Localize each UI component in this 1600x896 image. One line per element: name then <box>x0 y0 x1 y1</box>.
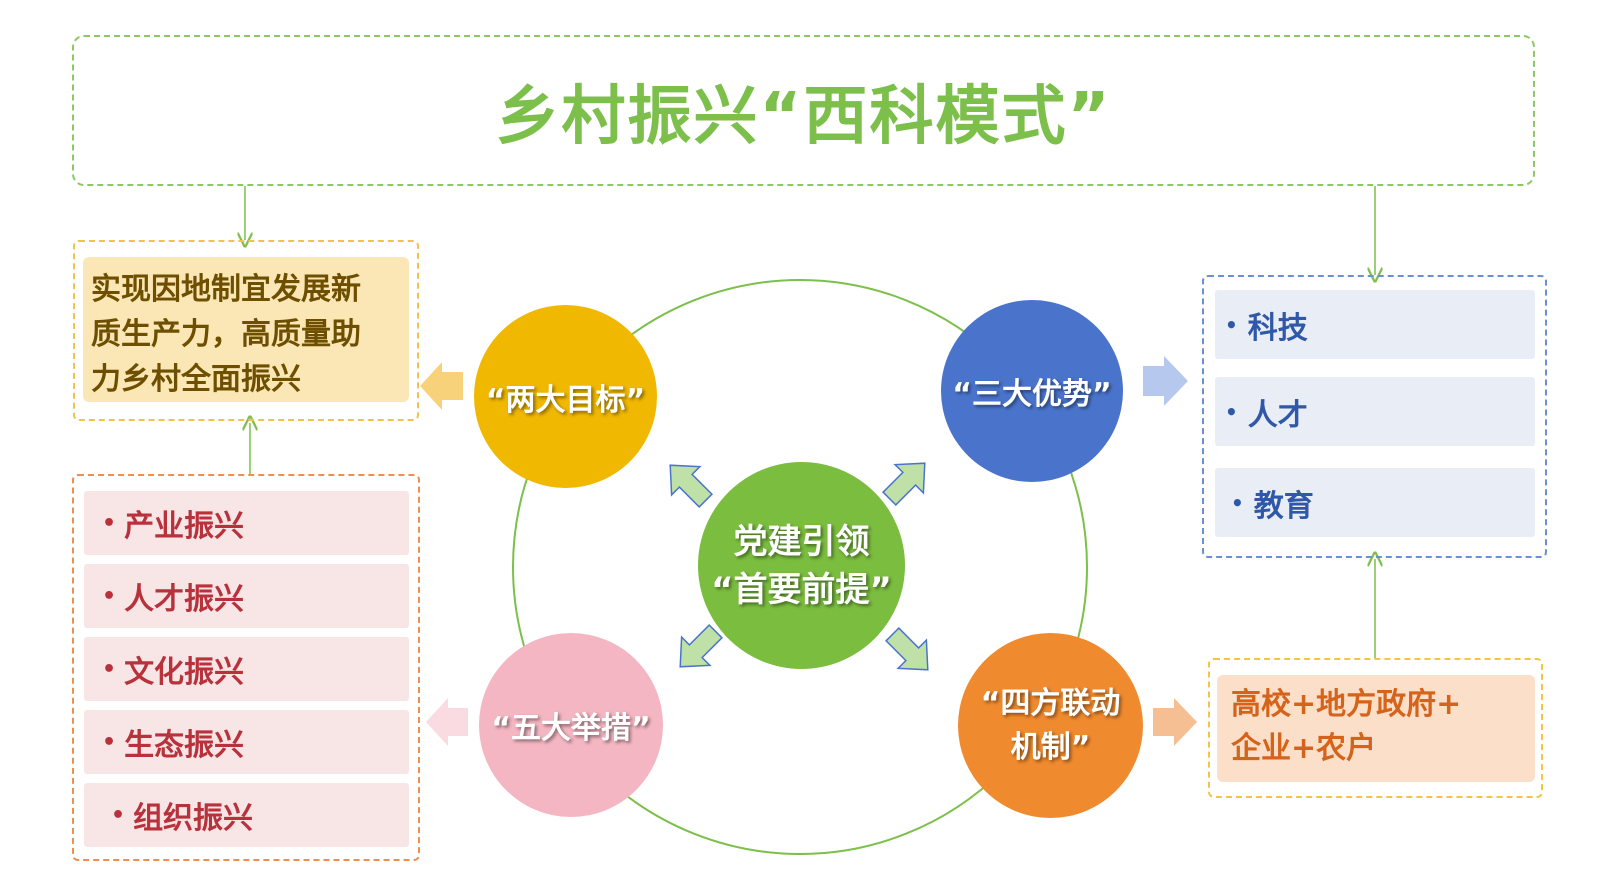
measures-circle-label: “五大举措” <box>491 711 651 746</box>
mechanism-circle-label-line2: 机制” <box>1010 729 1091 765</box>
measure-label: 人才振兴 <box>124 582 245 617</box>
measure-item-talent: • 人才振兴 <box>84 564 409 628</box>
measure-item-industry: • 产业振兴 <box>84 491 409 555</box>
page-title: 乡村振兴“西科模式” <box>495 79 1112 154</box>
advantage-item-technology: • 科技 <box>1215 290 1535 359</box>
measure-label: 文化振兴 <box>124 655 245 690</box>
advantage-item-talent: • 人才 <box>1215 377 1535 446</box>
bullet-icon: • <box>1225 399 1238 424</box>
bullet-icon: • <box>111 802 126 828</box>
mechanism-block-arrow <box>1153 698 1197 746</box>
goals-circle-label: “两大目标” <box>485 382 646 418</box>
goal-line: 实现因地制宜发展新 <box>91 272 361 307</box>
bullet-icon: • <box>102 729 117 755</box>
measure-label: 产业振兴 <box>124 509 245 544</box>
measures-block-arrow <box>426 698 468 746</box>
mechanism-circle: “四方联动 机制” <box>958 633 1143 818</box>
advantage-label: 人才 <box>1247 397 1308 433</box>
measure-item-ecology: • 生态振兴 <box>84 710 409 774</box>
bullet-icon: • <box>102 656 117 682</box>
mechanism-box: 高校+地方政府+ 企业+农户 <box>1217 675 1535 782</box>
mechanism-circle-label-line1: “四方联动 <box>980 685 1121 721</box>
goal-box-frame <box>73 240 419 421</box>
advantages-box-frame <box>1202 275 1547 558</box>
center-arrow-bottom-left <box>679 624 723 668</box>
bullet-icon: • <box>102 583 117 609</box>
advantage-item-education: • 教育 <box>1215 468 1535 537</box>
outer-ring <box>512 279 1088 855</box>
measure-label: 生态振兴 <box>124 728 245 763</box>
goal-box: 实现因地制宜发展新 质生产力，高质量助 力乡村全面振兴 <box>83 257 409 402</box>
measures-circle: “五大举措” <box>479 633 663 817</box>
measure-item-organization: • 组织振兴 <box>84 783 409 847</box>
measures-box-frame <box>72 474 420 861</box>
goal-line: 力乡村全面振兴 <box>91 362 301 397</box>
goals-circle: “两大目标” <box>474 305 657 488</box>
center-arrow-top-left <box>669 464 713 508</box>
goal-line: 质生产力，高质量助 <box>91 317 361 352</box>
center-arrow-bottom-right <box>885 627 929 671</box>
bullet-icon: • <box>1225 312 1238 337</box>
center-circle: 党建引领 “首要前提” <box>698 462 905 669</box>
center-circle-label-line2: “首要前提” <box>711 569 892 610</box>
bullet-icon: • <box>102 510 117 536</box>
advantages-circle-label: “三大优势” <box>952 377 1112 412</box>
title-box: 乡村振兴“西科模式” <box>72 35 1535 186</box>
center-arrow-top-right <box>882 462 926 506</box>
mechanism-line: 高校+地方政府+ <box>1231 687 1462 722</box>
goal-block-arrow <box>420 362 463 410</box>
measure-label: 组织振兴 <box>133 801 254 836</box>
center-circle-label-line1: 党建引领 <box>733 521 870 562</box>
advantages-block-arrow <box>1143 356 1188 406</box>
bullet-icon: • <box>1231 490 1244 515</box>
mechanism-box-frame <box>1208 658 1543 798</box>
measure-item-culture: • 文化振兴 <box>84 637 409 701</box>
mechanism-line: 企业+农户 <box>1231 731 1377 766</box>
advantages-circle: “三大优势” <box>941 300 1123 482</box>
advantage-label: 教育 <box>1253 488 1314 524</box>
advantage-label: 科技 <box>1247 310 1308 346</box>
